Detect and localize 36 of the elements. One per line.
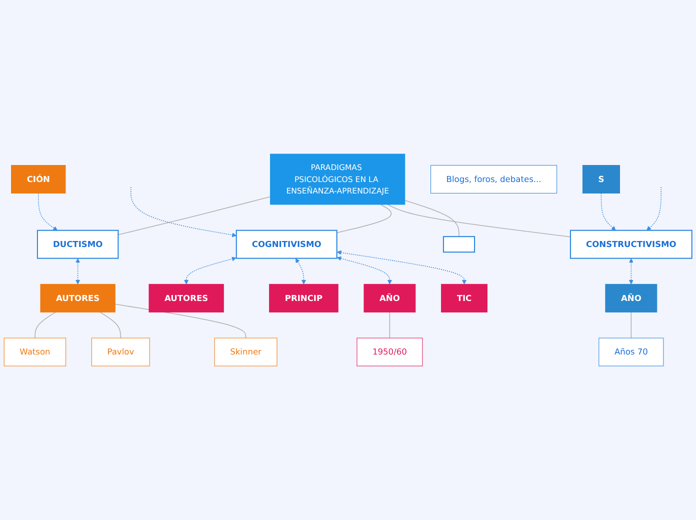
connector (630, 312, 632, 338)
connector (336, 204, 392, 234)
node-box (442, 236, 476, 253)
node-box: CIÓN (11, 165, 66, 194)
node-box: Watson (4, 338, 66, 366)
connector (34, 312, 56, 338)
connector (404, 200, 460, 237)
node-box: COGNITIVISMO (236, 230, 338, 259)
node-box: TIC (441, 284, 488, 312)
node-box: AÑO (605, 284, 658, 312)
node-box: AUTORES (40, 284, 116, 312)
arrow (628, 258, 634, 284)
node-box: CONSTRUCTIVISMO (570, 230, 692, 259)
node-box: S (582, 165, 620, 194)
connector (100, 312, 122, 338)
node-box: AUTORES (148, 284, 224, 312)
node-box: AÑO (364, 284, 416, 312)
node-box: DUCTISMO (36, 230, 119, 259)
node-box: 1950/60 (356, 338, 423, 366)
connector (118, 196, 271, 236)
node-box: Blogs, foros, debates... (430, 165, 558, 194)
connector (389, 312, 390, 338)
arrow (336, 250, 466, 284)
connector (387, 204, 571, 238)
node-box: Años 70 (598, 338, 664, 366)
arrow (600, 192, 616, 231)
arrow (38, 192, 58, 231)
arrow (184, 256, 236, 284)
arrow (130, 186, 237, 238)
arrow (336, 256, 392, 284)
node-box: PRINCIP (269, 284, 338, 312)
arrow (646, 186, 662, 231)
node-box: Skinner (214, 338, 278, 366)
arrow (76, 258, 80, 284)
arrow (295, 258, 306, 284)
node-box: Pavlov (91, 338, 150, 366)
